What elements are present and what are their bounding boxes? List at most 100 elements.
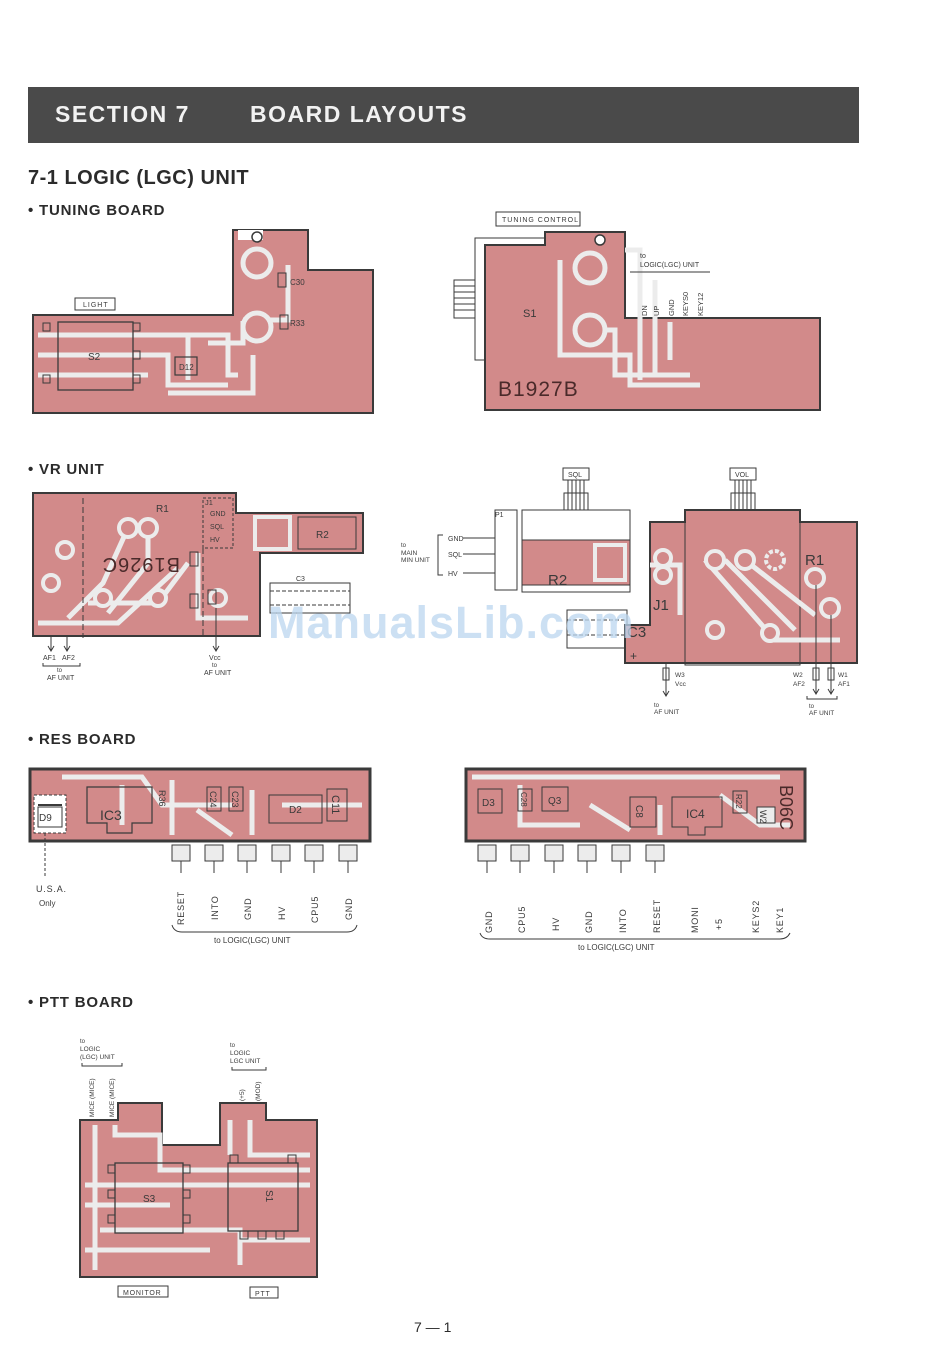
vr-left-j1: J1 bbox=[205, 498, 213, 507]
ptt-mic1: MICE (MICE) bbox=[109, 1078, 116, 1117]
tuning-pin-4: KEYS0 bbox=[681, 292, 690, 316]
res-right-pin-3: HV bbox=[551, 917, 561, 931]
tuning-board-right-diagram: TUNING CONTROL S1 B1927B to LOGIC(LGC) U… bbox=[453, 211, 821, 411]
res-left-pin-2: INTO bbox=[210, 895, 220, 920]
s1-label: S1 bbox=[523, 308, 536, 320]
vr-right-r1: R1 bbox=[805, 552, 824, 569]
ptt-mic2: MICE (MICE) bbox=[89, 1078, 96, 1117]
vr-right-c3: C3 bbox=[627, 624, 646, 641]
tuning-pin-5: KEY12 bbox=[696, 293, 705, 316]
res-right-c28: C28 bbox=[519, 792, 528, 807]
vr-right-to-2: to bbox=[809, 704, 815, 710]
vr-right-af-unit-2: AF UNIT bbox=[809, 710, 834, 717]
res-left-pin-5: CPU5 bbox=[310, 896, 320, 923]
tuning-control-label: TUNING CONTROL bbox=[502, 217, 579, 224]
vr-right-main-unit: MAIN bbox=[401, 550, 418, 557]
subsection-title: 7-1 LOGIC (LGC) UNIT bbox=[28, 167, 250, 189]
tuning-board-number: B1927B bbox=[498, 378, 579, 401]
ptt-to-2: to bbox=[230, 1043, 236, 1049]
res-board-left-diagram: D9 IC3 R36 C24 C23 D2 C11 U.S.A. Only RE… bbox=[28, 767, 372, 945]
res-right-r22: R22 bbox=[734, 794, 743, 809]
tuning-board-label: • TUNING BOARD bbox=[28, 202, 166, 219]
ptt-to-1: to bbox=[80, 1039, 86, 1045]
res-left-pin-6: GND bbox=[344, 898, 354, 920]
ptt-s1: S1 bbox=[263, 1190, 274, 1203]
res-right-pin-8: +5 bbox=[714, 918, 724, 930]
res-left-d9: D9 bbox=[39, 813, 52, 824]
light-label: LIGHT bbox=[83, 302, 109, 309]
vr-left-hv: HV bbox=[210, 537, 220, 544]
vr-right-gnd: GND bbox=[448, 536, 464, 543]
vr-right-af2: AF2 bbox=[793, 681, 805, 688]
vr-right-af1: AF1 bbox=[838, 681, 850, 688]
ptt-board-diagram: to LOGIC (LGC) UNIT MICE (MICE) MICE (MI… bbox=[79, 1039, 318, 1299]
res-board-label: • RES BOARD bbox=[28, 731, 137, 748]
tuning-pin-2: UP bbox=[652, 306, 661, 316]
ptt-ptt-label: PTT bbox=[255, 1291, 271, 1298]
res-left-d2: D2 bbox=[289, 805, 302, 816]
res-right-to-unit: to LOGIC(LGC) UNIT bbox=[578, 943, 655, 952]
res-right-pin-6: RESET bbox=[652, 899, 662, 933]
res-left-to-unit: to LOGIC(LGC) UNIT bbox=[214, 936, 291, 945]
ptt-logic-2: LOGIC bbox=[230, 1050, 251, 1057]
vr-right-to-1: to bbox=[654, 703, 660, 709]
res-left-c23: C23 bbox=[230, 791, 240, 808]
vr-left-af-unit-2: AF UNIT bbox=[204, 670, 232, 677]
vr-right-to-main: to bbox=[401, 543, 407, 549]
res-right-w2: W2 bbox=[758, 810, 768, 824]
tuning-pin-1: DN bbox=[640, 305, 649, 316]
res-left-pin-4: HV bbox=[277, 906, 287, 920]
res-right-ic4: IC4 bbox=[686, 807, 705, 821]
vr-right-j1: J1 bbox=[653, 597, 669, 614]
logic-unit-label-tuning: LOGIC(LGC) UNIT bbox=[640, 262, 700, 269]
ptt-s3: S3 bbox=[143, 1194, 156, 1205]
vr-unit-right-diagram: SQL VOL P1 GND SQL HV to MAIN MIN UNIT R… bbox=[401, 467, 858, 717]
vr-right-w1: W1 bbox=[838, 672, 848, 679]
vr-right-sql: SQL bbox=[448, 552, 462, 559]
res-left-r36: R36 bbox=[157, 790, 167, 807]
vr-right-hv: HV bbox=[448, 571, 458, 578]
vr-unit-label: • VR UNIT bbox=[28, 461, 105, 478]
r33-label: R33 bbox=[290, 319, 305, 328]
res-left-c24: C24 bbox=[208, 791, 218, 808]
section-title: BOARD LAYOUTS bbox=[250, 101, 468, 127]
res-left-only: Only bbox=[39, 899, 55, 908]
to-label-tuning: to bbox=[640, 253, 646, 260]
res-right-pin-5: INTO bbox=[618, 908, 628, 933]
ptt-lgc-unit-1: (LGC) UNIT bbox=[80, 1054, 115, 1061]
res-left-ic3: IC3 bbox=[100, 807, 122, 823]
vr-unit-left-diagram: R2 R1 B1926C J1 GND SQL HV C3 AF1 AF2 to… bbox=[32, 492, 364, 682]
vr-right-p1: P1 bbox=[495, 512, 504, 519]
ptt-monitor-label: MONITOR bbox=[123, 1290, 162, 1297]
ptt-mod: (MOD) bbox=[255, 1082, 262, 1102]
vr-left-r1: R1 bbox=[156, 504, 169, 515]
res-right-pin-1: GND bbox=[484, 911, 494, 933]
vr-left-board-number: B1926C bbox=[102, 553, 180, 575]
svg-text:+: + bbox=[630, 649, 637, 663]
res-right-pin-4: GND bbox=[584, 911, 594, 933]
vr-left-sql: SQL bbox=[210, 524, 224, 531]
tuning-pin-3: GND bbox=[667, 299, 676, 316]
vr-right-vcc: Vcc bbox=[675, 681, 687, 688]
vr-right-sql-label: SQL bbox=[568, 472, 582, 479]
ptt-board-label: • PTT BOARD bbox=[28, 994, 134, 1011]
vr-left-to-1: to bbox=[57, 668, 63, 674]
ptt-logic-1: LOGIC bbox=[80, 1046, 101, 1053]
vr-left-r2: R2 bbox=[316, 530, 329, 541]
res-right-pin-10: KEY1 bbox=[775, 907, 785, 933]
vr-right-r2: R2 bbox=[548, 572, 567, 589]
res-right-pin-9: KEYS2 bbox=[751, 900, 761, 933]
ptt-lgc-unit-2: LGC UNIT bbox=[230, 1058, 260, 1065]
c30-label: C30 bbox=[290, 278, 305, 287]
res-right-pin-7: MONI bbox=[690, 906, 700, 933]
vr-right-main-unit-2: MIN UNIT bbox=[401, 557, 430, 564]
page-number: 7 — 1 bbox=[414, 1319, 452, 1335]
res-left-usa: U.S.A. bbox=[36, 884, 67, 894]
watermark: ManualsLib.com bbox=[268, 597, 635, 648]
res-left-pin-1: RESET bbox=[176, 891, 186, 925]
vr-right-w2: W2 bbox=[793, 672, 803, 679]
vr-left-c3: C3 bbox=[296, 576, 305, 583]
tuning-board-left-diagram: C30 R33 S2 D12 LIGHT bbox=[32, 229, 374, 414]
res-right-pin-2: CPU5 bbox=[517, 906, 527, 933]
vr-right-af-unit-1: AF UNIT bbox=[654, 709, 679, 716]
